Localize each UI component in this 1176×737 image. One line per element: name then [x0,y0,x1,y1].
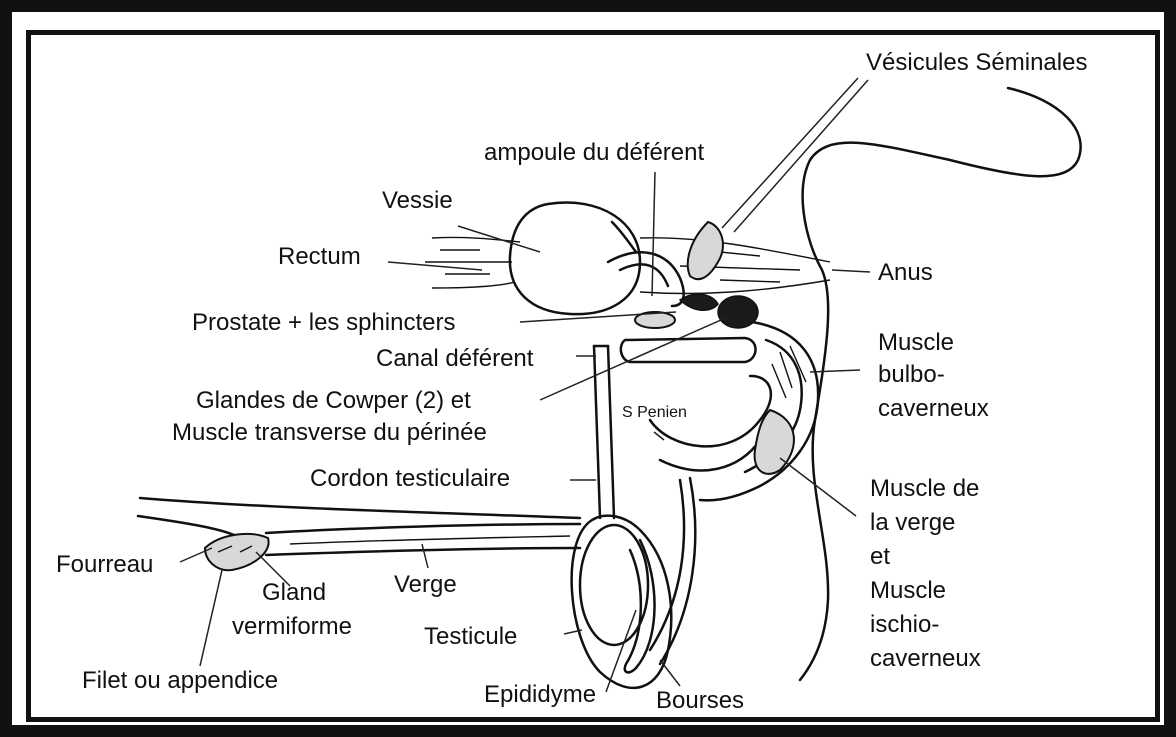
label-muscle-verge-1: Muscle de [870,474,979,504]
label-muscle-bulbo-3: caverneux [878,394,989,424]
label-muscle-verge-3: et [870,542,890,572]
label-gland-2: vermiforme [232,612,352,642]
label-prostate: Prostate + les sphincters [192,308,455,338]
label-ampoule-deferent: ampoule du déférent [484,138,704,168]
sheath [140,498,580,518]
label-fourreau: Fourreau [56,550,153,580]
label-s-penien: S Penien [622,398,687,428]
bladder [510,203,640,315]
label-muscle-bulbo-1: Muscle [878,328,954,358]
label-ischio-1: Muscle [870,576,946,606]
scrotum [572,516,672,688]
label-ischio-3: caverneux [870,644,981,674]
label-vessie: Vessie [382,186,453,216]
vas-deferens-loop [608,252,684,306]
testicle [580,525,648,645]
label-testicule: Testicule [424,622,517,652]
label-muscle-transverse: Muscle transverse du périnée [172,418,487,448]
label-verge: Verge [394,570,457,600]
pelvic-urethra [621,338,756,362]
penis-shaft [266,524,580,533]
label-glandes-cowper: Glandes de Cowper (2) et [196,386,471,416]
label-anus: Anus [878,258,933,288]
label-cordon-testiculaire: Cordon testiculaire [310,464,510,494]
label-rectum: Rectum [278,242,361,272]
label-vesicules-seminales: Vésicules Séminales [866,48,1087,78]
epididymis [625,540,655,672]
label-muscle-bulbo-2: bulbo- [878,360,945,390]
glans [205,534,269,570]
label-gland-1: Gland [262,578,326,608]
label-canal-deferent: Canal déférent [376,344,533,374]
label-bourses: Bourses [656,686,744,716]
prostate [680,294,718,310]
label-filet-appendice: Filet ou appendice [82,666,278,696]
rectum [425,237,830,293]
label-muscle-verge-2: la verge [870,508,955,538]
label-epididyme: Epididyme [484,680,596,710]
spermatic-cord [594,346,600,518]
label-ischio-2: ischio- [870,610,939,640]
seminal-vesicle [688,222,723,279]
